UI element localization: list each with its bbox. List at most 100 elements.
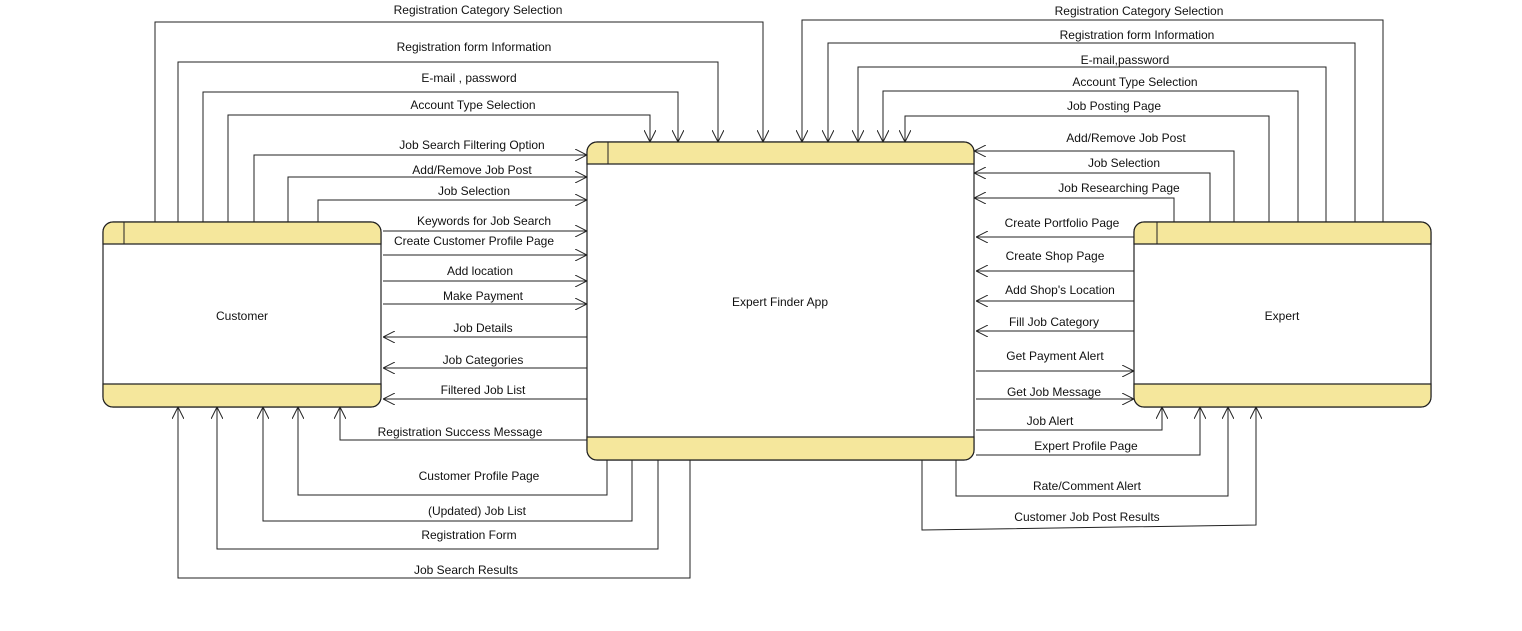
flow-e-account-type-label: Account Type Selection [1072, 75, 1197, 89]
flow-e-job-researching-page-label: Job Researching Page [1058, 181, 1180, 195]
flow-c-registration-form-label: Registration Form [421, 528, 516, 542]
flow-c-keywords-label: Keywords for Job Search [417, 214, 551, 228]
flow-c-filtered-job-list-label: Filtered Job List [441, 383, 526, 397]
flow-e-email-password-arrow [858, 66, 1327, 222]
flow-c-add-remove-job-post-label: Add/Remove Job Post [412, 163, 532, 177]
flow-c-updated-job-list-label: (Updated) Job List [428, 504, 527, 518]
flow-e-expert-profile-page-arrow [976, 407, 1200, 456]
flow-c-reg-category: Registration Category Selection [154, 3, 763, 222]
flow-c-job-categories: Job Categories [383, 353, 587, 368]
flow-c-updated-job-list: (Updated) Job List [263, 407, 633, 522]
flow-c-add-remove-job-post-arrow [287, 177, 587, 222]
expert-entity[interactable]: Expert [1133, 221, 1432, 408]
flow-c-registration-form: Registration Form [217, 407, 659, 550]
flow-c-create-profile-page: Create Customer Profile Page [383, 234, 587, 255]
flow-c-reg-form-info-label: Registration form Information [397, 40, 552, 54]
flow-e-reg-category-arrow [802, 19, 1384, 222]
flow-e-job-researching-page-arrow [974, 198, 1175, 222]
flow-e-add-shop-location: Add Shop's Location [976, 283, 1134, 301]
flow-e-email-password: E-mail,password [858, 53, 1327, 222]
flow-e-get-job-message-label: Get Job Message [1007, 385, 1101, 399]
flow-c-job-details: Job Details [383, 321, 587, 337]
flow-c-registration-success-arrow [340, 407, 587, 441]
flow-c-account-type-label: Account Type Selection [410, 98, 535, 112]
customer-entity[interactable]: Customer [102, 221, 382, 408]
flow-c-email-password: E-mail , password [202, 71, 678, 222]
flow-e-job-selection-label: Job Selection [1088, 156, 1160, 170]
flow-c-reg-form-info-arrow [177, 61, 718, 222]
flow-c-job-search-results-arrow [178, 407, 691, 579]
flow-c-reg-form-info: Registration form Information [177, 40, 718, 222]
flow-e-create-shop-page: Create Shop Page [976, 249, 1134, 271]
flow-c-email-password-label: E-mail , password [421, 71, 516, 85]
flow-c-registration-form-arrow [217, 407, 659, 550]
flow-e-job-selection-arrow [974, 173, 1211, 222]
flow-e-email-password-label: E-mail,password [1081, 53, 1170, 67]
flow-c-make-payment: Make Payment [383, 289, 587, 304]
flow-c-add-location-label: Add location [447, 264, 513, 278]
flow-c-job-search-filter-label: Job Search Filtering Option [399, 138, 544, 152]
flow-e-account-type-arrow [883, 90, 1299, 222]
flow-e-expert-profile-page: Expert Profile Page [976, 407, 1200, 456]
flow-c-account-type: Account Type Selection [227, 98, 650, 222]
app-process[interactable]: Expert Finder App [586, 141, 975, 461]
flow-c-create-profile-page-label: Create Customer Profile Page [394, 234, 554, 248]
flow-e-create-portfolio-page-label: Create Portfolio Page [1005, 216, 1120, 230]
flow-e-reg-form-info: Registration form Information [828, 28, 1356, 222]
flow-e-customer-job-post-results: Customer Job Post Results [921, 407, 1256, 531]
flow-c-reg-category-label: Registration Category Selection [394, 3, 563, 17]
flow-e-reg-form-info-label: Registration form Information [1060, 28, 1215, 42]
flow-e-job-alert-arrow [976, 407, 1162, 431]
flow-c-add-location: Add location [383, 264, 587, 281]
flow-e-rate-comment-alert-label: Rate/Comment Alert [1033, 479, 1142, 493]
flow-e-rate-comment-alert: Rate/Comment Alert [955, 407, 1228, 497]
flow-e-add-remove-job-post: Add/Remove Job Post [974, 131, 1235, 222]
flow-e-job-alert-label: Job Alert [1027, 414, 1074, 428]
flow-e-add-remove-job-post-label: Add/Remove Job Post [1066, 131, 1186, 145]
flow-c-job-details-label: Job Details [453, 321, 512, 335]
flow-e-job-selection: Job Selection [974, 156, 1211, 222]
flow-e-reg-form-info-arrow [828, 42, 1356, 222]
flow-c-job-search-filter: Job Search Filtering Option [253, 138, 587, 222]
flow-c-registration-success: Registration Success Message [340, 407, 587, 441]
flow-c-add-remove-job-post: Add/Remove Job Post [287, 163, 587, 222]
flow-e-get-job-message: Get Job Message [976, 385, 1134, 399]
flow-c-job-selection-label: Job Selection [438, 184, 510, 198]
flow-e-job-researching-page: Job Researching Page [974, 181, 1180, 222]
flow-c-account-type-arrow [227, 114, 650, 222]
flow-c-updated-job-list-arrow [263, 407, 633, 522]
flow-c-job-search-filter-arrow [253, 155, 587, 222]
flow-c-customer-profile-page-label: Customer Profile Page [419, 469, 540, 483]
expert-label: Expert [1265, 309, 1300, 323]
flow-c-job-selection-arrow [317, 200, 587, 222]
flow-e-create-shop-page-label: Create Shop Page [1006, 249, 1105, 263]
flow-e-job-posting-page: Job Posting Page [905, 99, 1270, 222]
flow-e-job-alert: Job Alert [976, 407, 1162, 431]
flow-c-make-payment-label: Make Payment [443, 289, 524, 303]
flow-c-customer-profile-page: Customer Profile Page [298, 407, 608, 496]
flow-e-reg-category: Registration Category Selection [802, 4, 1384, 222]
flow-e-add-shop-location-label: Add Shop's Location [1005, 283, 1115, 297]
flow-e-job-posting-page-label: Job Posting Page [1067, 99, 1161, 113]
flow-e-create-portfolio-page: Create Portfolio Page [976, 216, 1134, 237]
flow-e-rate-comment-alert-arrow [955, 407, 1228, 497]
flow-e-customer-job-post-results-label: Customer Job Post Results [1014, 510, 1159, 524]
app-label: Expert Finder App [732, 295, 828, 309]
flow-e-fill-job-category-label: Fill Job Category [1009, 315, 1099, 329]
flow-c-reg-category-arrow [154, 21, 763, 222]
flow-c-email-password-arrow [202, 91, 678, 222]
flow-c-filtered-job-list: Filtered Job List [383, 383, 587, 399]
flow-e-fill-job-category: Fill Job Category [976, 315, 1134, 331]
flow-c-customer-profile-page-arrow [298, 407, 608, 496]
flow-e-expert-profile-page-label: Expert Profile Page [1034, 439, 1138, 453]
flow-e-get-payment-alert: Get Payment Alert [976, 349, 1134, 371]
flow-e-job-posting-page-arrow [905, 115, 1270, 222]
flow-c-job-categories-label: Job Categories [443, 353, 524, 367]
flow-e-get-payment-alert-label: Get Payment Alert [1006, 349, 1104, 363]
flow-e-customer-job-post-results-arrow [921, 407, 1256, 531]
flow-c-job-search-results-label: Job Search Results [414, 563, 518, 577]
flow-c-keywords: Keywords for Job Search [383, 214, 587, 231]
flow-c-registration-success-label: Registration Success Message [378, 425, 543, 439]
customer-label: Customer [216, 309, 268, 323]
